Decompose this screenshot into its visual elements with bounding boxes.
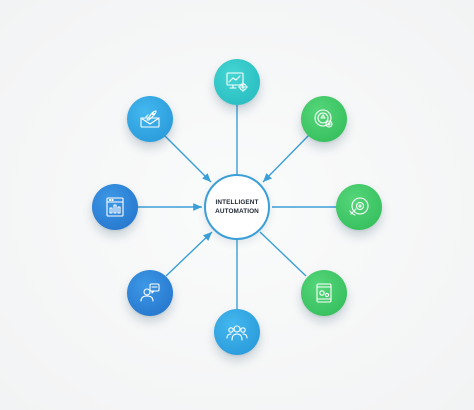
node-left [92, 184, 138, 230]
connector-lower-left [165, 231, 213, 277]
node-bottom [214, 309, 260, 355]
support-person-icon [140, 283, 160, 302]
center-node: INTELLIGENT AUTOMATION [204, 174, 270, 240]
mobile-settings-icon [316, 283, 332, 303]
connector-upper-left [162, 133, 212, 183]
node-lower-left [127, 270, 173, 316]
center-label-line1: INTELLIGENT [215, 199, 259, 206]
connector-upper-right [262, 133, 311, 183]
connector-lower-right [259, 231, 307, 277]
node-top [214, 59, 260, 105]
node-upper-right [301, 96, 347, 142]
dashboard-chart-icon [106, 197, 124, 217]
node-right [336, 184, 382, 230]
touch-circle-icon [349, 197, 369, 216]
team-people-icon [226, 325, 248, 341]
node-lower-right [301, 270, 347, 316]
node-upper-left [127, 96, 173, 142]
center-label-line2: AUTOMATION [215, 208, 259, 215]
analytics-gear-icon [226, 72, 248, 92]
target-gear-icon [314, 109, 333, 128]
rocket-envelope-icon [140, 110, 160, 128]
